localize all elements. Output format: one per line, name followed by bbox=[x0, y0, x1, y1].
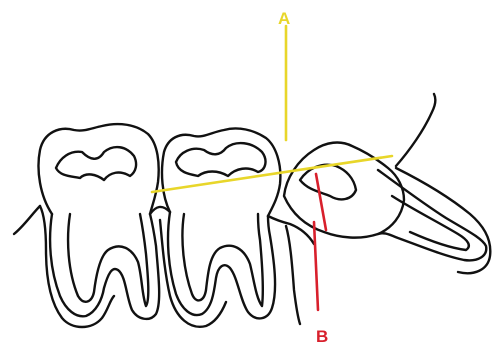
impacted-third-molar bbox=[268, 94, 490, 324]
bone-crest-right bbox=[286, 226, 300, 324]
line-a: A bbox=[152, 9, 392, 192]
first-molar-root-inner bbox=[68, 214, 148, 306]
line-b-lower bbox=[314, 222, 318, 310]
line-a-label: A bbox=[278, 9, 290, 28]
second-molar bbox=[150, 128, 280, 326]
line-b-upper bbox=[316, 174, 326, 230]
line-b-label: B bbox=[316, 327, 328, 346]
second-molar-occlusal bbox=[176, 143, 265, 176]
first-molar bbox=[39, 124, 160, 327]
first-molar-occlusal bbox=[56, 147, 136, 180]
ramus-line bbox=[396, 94, 435, 166]
third-molar-occlusal bbox=[300, 165, 356, 200]
gum-line-left bbox=[14, 206, 40, 234]
second-molar-root-inner bbox=[182, 214, 262, 306]
soft-tissue-flap bbox=[396, 168, 490, 273]
inter-dental-septum bbox=[150, 207, 170, 214]
line-b: B bbox=[314, 174, 328, 346]
gum-line-right bbox=[268, 216, 314, 244]
